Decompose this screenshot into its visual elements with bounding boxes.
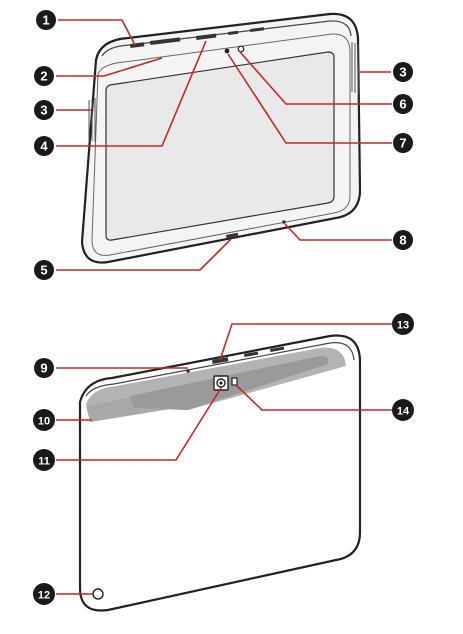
callout-14-label: 14 bbox=[397, 406, 410, 418]
leader-lines bbox=[56, 19, 392, 595]
leader-13 bbox=[219, 323, 392, 361]
leader-2 bbox=[56, 57, 163, 77]
rear-camera-lens-core bbox=[219, 381, 223, 385]
tablet-front-view bbox=[80, 12, 362, 264]
back-top-edge bbox=[85, 342, 355, 397]
leader-11 bbox=[56, 387, 222, 461]
leader-4 bbox=[56, 40, 207, 147]
front-camera-dot bbox=[237, 45, 245, 53]
callouts: 1 2 3 3 4 5 6 7 bbox=[33, 10, 414, 605]
multipurpose-jack bbox=[226, 232, 239, 238]
back-speaker-band-lower bbox=[86, 396, 184, 422]
flash-outline bbox=[231, 377, 238, 386]
callout-7-label: 7 bbox=[399, 136, 406, 151]
front-bezel-inner bbox=[91, 33, 351, 256]
callout-1-label: 1 bbox=[42, 13, 49, 28]
light-sensor-dot bbox=[224, 48, 230, 54]
callout-10-label: 10 bbox=[38, 416, 50, 428]
front-top-buttons bbox=[129, 27, 265, 48]
ir-port bbox=[196, 33, 217, 40]
leader-14 bbox=[235, 384, 392, 411]
left-speaker-grille bbox=[88, 98, 96, 142]
volume-key bbox=[150, 37, 181, 45]
callout-5: 5 bbox=[34, 260, 54, 280]
callout-2: 2 bbox=[34, 66, 54, 86]
front-screen bbox=[105, 51, 335, 241]
callout-12: 12 bbox=[33, 583, 55, 605]
callout-10: 10 bbox=[33, 409, 55, 431]
callout-8-label: 8 bbox=[399, 233, 406, 248]
callout-8: 8 bbox=[393, 230, 413, 250]
back-inner-panel bbox=[130, 355, 329, 410]
back-top-slot-2 bbox=[270, 346, 285, 352]
s-pen-tip bbox=[92, 588, 104, 600]
callout-14: 14 bbox=[392, 399, 414, 421]
callout-9-label: 9 bbox=[40, 361, 47, 376]
top-slot bbox=[250, 27, 265, 32]
callout-9: 9 bbox=[34, 358, 54, 378]
callout-3-right-label: 3 bbox=[399, 65, 406, 80]
callout-4: 4 bbox=[34, 136, 54, 156]
back-microphone bbox=[186, 369, 190, 373]
headset-jack-area bbox=[228, 30, 239, 35]
callout-7: 7 bbox=[393, 133, 413, 153]
back-top-slot bbox=[244, 351, 259, 357]
right-speaker-grille bbox=[351, 42, 359, 94]
callout-6: 6 bbox=[393, 94, 413, 114]
callout-6-label: 6 bbox=[399, 97, 406, 112]
callout-12-label: 12 bbox=[38, 590, 50, 602]
leader-5 bbox=[56, 238, 232, 271]
back-top-key bbox=[212, 357, 229, 364]
callout-3-right: 3 bbox=[393, 62, 413, 82]
leader-6 bbox=[239, 51, 392, 105]
leader-1 bbox=[58, 19, 136, 46]
leader-7 bbox=[227, 53, 392, 144]
callout-4-label: 4 bbox=[40, 139, 48, 154]
leader-8 bbox=[284, 223, 392, 241]
callout-3-left: 3 bbox=[34, 100, 54, 120]
microphone-hole bbox=[282, 220, 286, 224]
tablet-back-view bbox=[78, 334, 362, 612]
callout-13-label: 13 bbox=[397, 320, 409, 332]
callout-13: 13 bbox=[392, 313, 414, 335]
callout-3-left-label: 3 bbox=[40, 103, 47, 118]
callout-2-label: 2 bbox=[40, 69, 47, 84]
callout-11-label: 11 bbox=[38, 456, 50, 468]
callout-1: 1 bbox=[36, 10, 56, 30]
callout-5-label: 5 bbox=[40, 263, 47, 278]
callout-11: 11 bbox=[33, 449, 55, 471]
